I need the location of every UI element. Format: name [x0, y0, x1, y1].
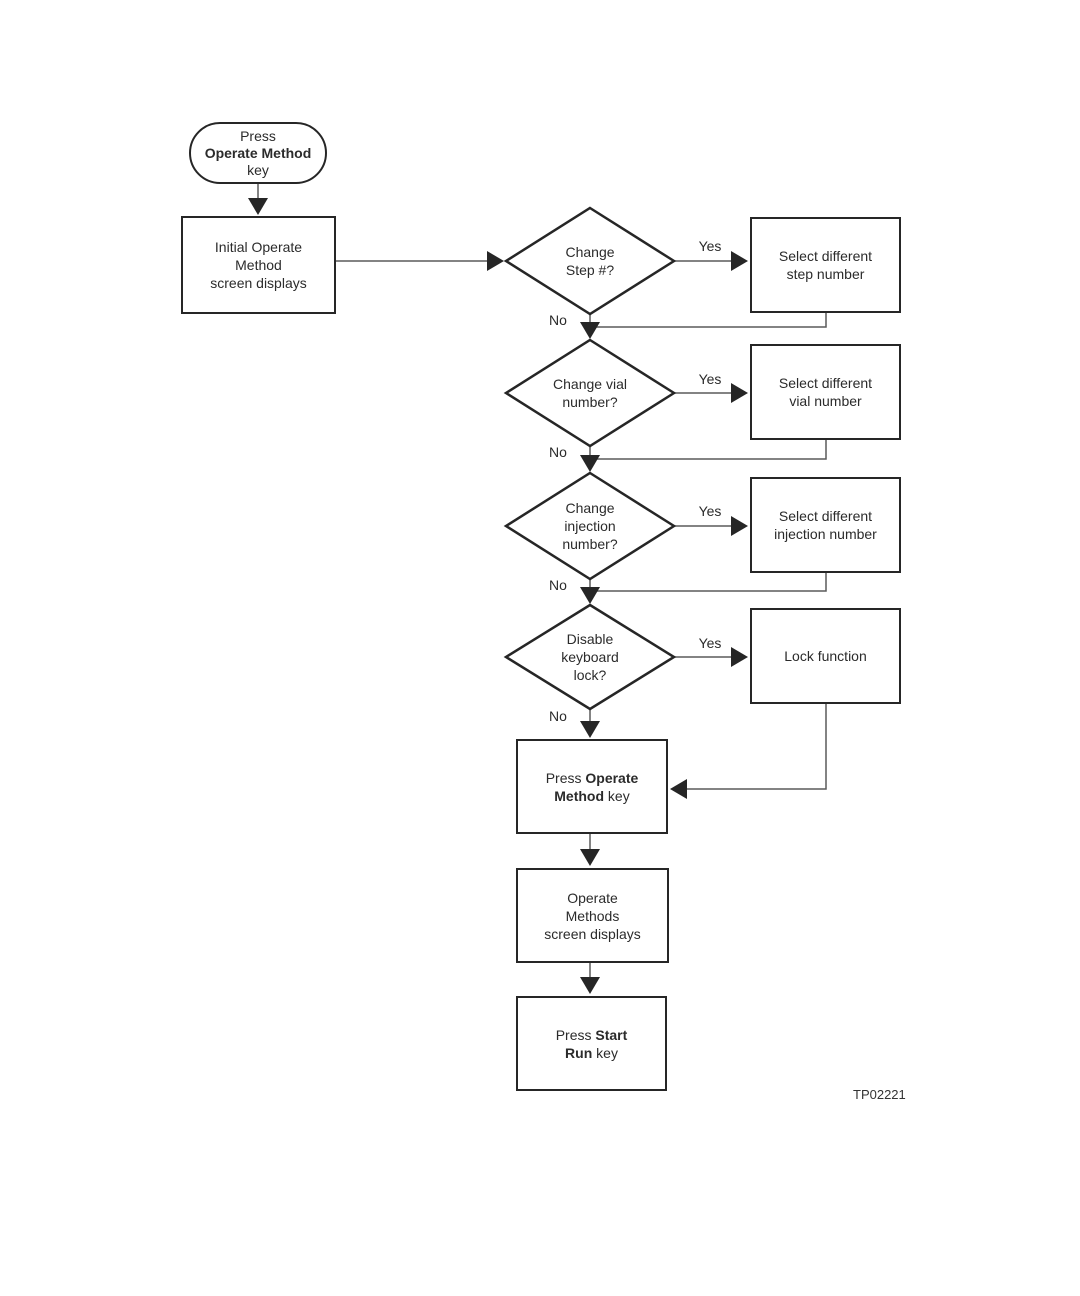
- d-vial-line1: Change vial: [553, 376, 627, 392]
- start-line1: Press: [240, 127, 276, 144]
- sel-vial-line2: vial number: [789, 393, 862, 409]
- op-methods-line2: Methods: [565, 907, 620, 924]
- select-injection-node: Select different injection number: [750, 477, 901, 573]
- op-methods-line3: screen displays: [544, 925, 641, 942]
- operate-methods-screen-node: Operate Methods screen displays: [516, 868, 669, 963]
- press-om-l1a: Press: [545, 769, 586, 786]
- edge-label-yes-injection: Yes: [698, 503, 722, 519]
- arrowhead-down-icon: [580, 721, 600, 738]
- press-om-l1b: Operate: [585, 769, 639, 786]
- decision-change-vial-shape: [503, 338, 677, 448]
- figure-id-label: TP02221: [853, 1087, 906, 1102]
- decision-change-injection-label: Change injection number?: [510, 499, 670, 553]
- press-start-l2b: key: [592, 1044, 618, 1061]
- press-start-l1b: Start: [595, 1026, 628, 1043]
- d-injection-line3: number?: [562, 536, 618, 552]
- arrowhead-right-icon: [731, 383, 748, 403]
- arrowhead-down-icon: [580, 455, 600, 472]
- d-lock-line1: Disable: [566, 631, 614, 647]
- d-lock-line3: lock?: [573, 667, 607, 683]
- press-start-l1a: Press: [555, 1026, 596, 1043]
- start-line2: Operate Method: [204, 144, 312, 161]
- press-om-l2a: Method: [554, 787, 605, 804]
- decision-change-step-shape: [503, 206, 677, 316]
- edge-label-yes-vial: Yes: [698, 371, 722, 387]
- select-vial-node: Select different vial number: [750, 344, 901, 440]
- d-injection-line1: Change: [565, 500, 615, 516]
- decision-change-injection-shape: [503, 471, 677, 581]
- press-start-run-node: Press Start Run key: [516, 996, 667, 1091]
- edge-label-no-injection: No: [549, 577, 567, 593]
- press-start-line2: Run key: [565, 1044, 618, 1062]
- arrowhead-right-icon: [487, 251, 504, 271]
- press-operate-method-node: Press Operate Method key: [516, 739, 668, 834]
- sel-vial-line1: Select different: [778, 375, 873, 391]
- start-line3: key: [247, 161, 269, 178]
- arrowhead-down-icon: [580, 587, 600, 604]
- decision-change-vial-label: Change vial number?: [510, 375, 670, 411]
- start-node: Press Operate Method key: [189, 122, 327, 184]
- op-methods-line1: Operate: [567, 889, 618, 906]
- edge-selstep-feedback: [596, 313, 827, 328]
- sel-step-line1: Select different: [778, 248, 873, 264]
- d-injection-line2: injection: [564, 518, 616, 534]
- edge-label-yes-lock: Yes: [698, 635, 722, 651]
- arrowhead-right-icon: [731, 516, 748, 536]
- decision-change-step-label: Change Step #?: [510, 243, 670, 279]
- press-om-line1: Press Operate: [546, 769, 639, 787]
- edge-label-no-vial: No: [549, 444, 567, 460]
- press-om-line2: Method key: [554, 787, 629, 805]
- arrowhead-down-icon: [580, 322, 600, 339]
- decision-disable-lock-label: Disable keyboard lock?: [510, 630, 670, 684]
- edge-label-no-lock: No: [549, 708, 567, 724]
- initial-line2: Method: [235, 257, 282, 273]
- initial-line3: screen displays: [210, 275, 307, 291]
- arrowhead-down-icon: [580, 849, 600, 866]
- edge-selinjection-feedback: [596, 573, 827, 592]
- initial-screen-node: Initial Operate Method screen displays: [181, 216, 336, 314]
- arrowhead-left-icon: [670, 779, 687, 799]
- lock-function-node: Lock function: [750, 608, 901, 704]
- lock-fn-line1: Lock function: [784, 648, 867, 664]
- edge-selvial-feedback: [596, 440, 827, 460]
- press-start-line1: Press Start: [556, 1026, 628, 1044]
- decision-disable-lock-shape: [503, 603, 677, 711]
- arrowhead-right-icon: [731, 251, 748, 271]
- select-step-node: Select different step number: [750, 217, 901, 313]
- press-om-l2b: key: [604, 787, 630, 804]
- d-lock-line2: keyboard: [561, 649, 619, 665]
- arrowhead-down-icon: [580, 977, 600, 994]
- initial-line1: Initial Operate: [214, 239, 303, 255]
- d-step-line1: Change: [565, 244, 615, 260]
- press-start-l2a: Run: [565, 1044, 593, 1061]
- d-step-line2: Step #?: [565, 262, 615, 278]
- arrowhead-right-icon: [731, 647, 748, 667]
- edge-label-no-step: No: [549, 312, 567, 328]
- sel-step-line2: step number: [786, 266, 865, 282]
- arrowhead-down-icon: [248, 198, 268, 215]
- sel-injection-line1: Select different: [778, 508, 873, 524]
- sel-injection-line2: injection number: [774, 526, 877, 542]
- edge-lockfn-feedback: [685, 704, 827, 790]
- edge-label-yes-step: Yes: [698, 238, 722, 254]
- d-vial-line2: number?: [562, 394, 618, 410]
